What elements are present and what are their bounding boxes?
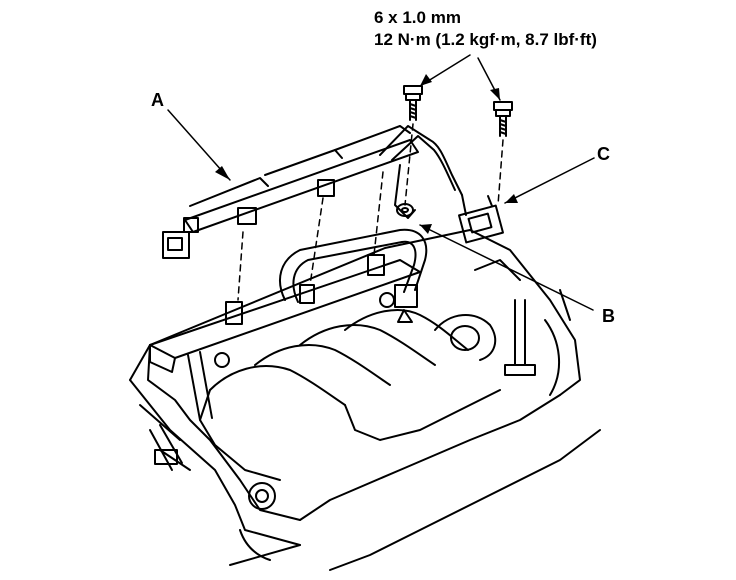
bolt-left [403, 85, 423, 121]
left-side-hoses [149, 351, 213, 471]
connector-c [458, 194, 504, 244]
leader-lines [167, 54, 595, 311]
callout-b-label: B [602, 306, 615, 326]
callout-c-label: C [597, 144, 610, 164]
callout-a-label: A [151, 90, 164, 110]
fuel-hose [279, 228, 428, 323]
lower-fuel-rail [149, 254, 421, 373]
arrowheads [215, 74, 518, 234]
intake-manifold [129, 229, 601, 571]
bolt-right [493, 101, 513, 137]
alignment-lines [237, 123, 504, 301]
manifold-right-side [434, 259, 571, 396]
injector-harness [162, 125, 463, 259]
bolt-size-label: 6 x 1.0 mm [374, 8, 461, 27]
torque-spec-label: 12 N·m (1.2 kgf·m, 8.7 lbf·ft) [374, 30, 597, 49]
